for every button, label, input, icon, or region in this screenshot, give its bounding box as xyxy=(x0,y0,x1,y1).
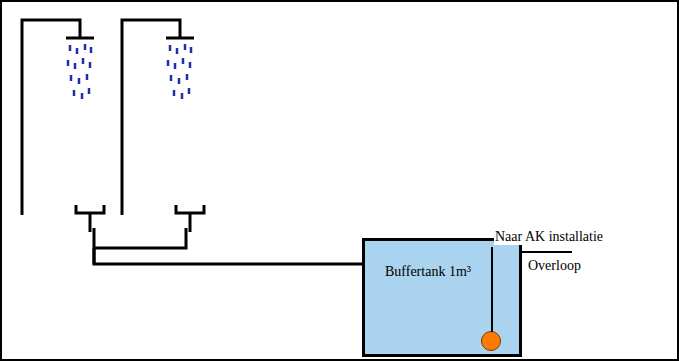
water-spray xyxy=(68,44,191,99)
overflow-label: Overloop xyxy=(527,258,582,274)
water-pipes xyxy=(22,20,364,264)
float-switch xyxy=(481,331,501,351)
outlet-label: Naar AK installatie xyxy=(494,229,604,245)
float-cable xyxy=(491,247,493,332)
tank-label: Buffertank 1m³ xyxy=(385,263,475,280)
